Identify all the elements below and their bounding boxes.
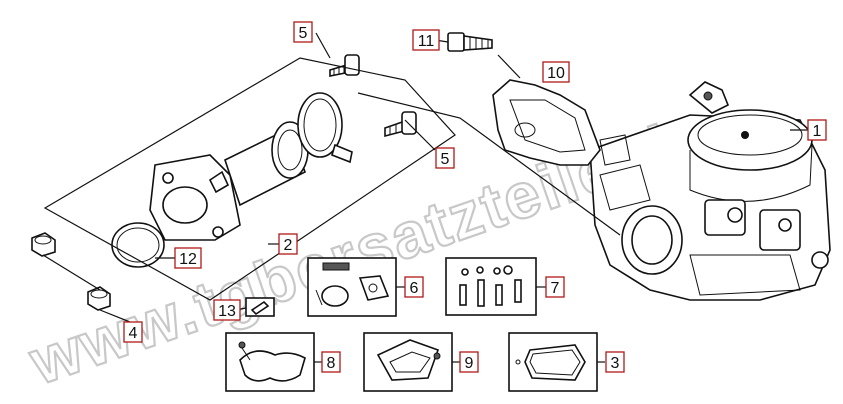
screw-5-lower	[384, 111, 417, 138]
svg-text:4: 4	[129, 325, 138, 342]
callout-5a[interactable]: 5	[293, 21, 313, 43]
cap-4-lower	[87, 286, 111, 311]
callout-2[interactable]: 2	[278, 233, 298, 255]
part-13-jet	[235, 297, 275, 317]
callout-3[interactable]: 3	[605, 351, 625, 373]
kit-box-7	[445, 257, 546, 316]
kit-box-3	[508, 332, 605, 392]
callout-8[interactable]: 8	[321, 351, 341, 373]
o-ring-12	[111, 222, 165, 268]
svg-text:8: 8	[327, 355, 336, 372]
kit-box-6	[307, 257, 405, 317]
callout-10[interactable]: 10	[542, 61, 570, 83]
svg-text:11: 11	[418, 33, 435, 50]
svg-text:1: 1	[813, 123, 822, 140]
carburetor-body	[589, 81, 831, 301]
svg-text:7: 7	[551, 280, 560, 297]
callout-4[interactable]: 4	[123, 321, 143, 343]
intake-pipe-2	[149, 121, 309, 241]
svg-text:5: 5	[441, 151, 450, 168]
callout-13[interactable]: 13	[213, 299, 241, 321]
hose-clamp	[297, 92, 353, 164]
svg-text:12: 12	[179, 251, 197, 268]
intake-group-outline	[43, 57, 456, 301]
svg-text:10: 10	[547, 65, 565, 82]
kit-box-9	[363, 332, 460, 392]
svg-text:2: 2	[284, 237, 293, 254]
bolt-11	[447, 32, 493, 52]
callout-6[interactable]: 6	[404, 276, 424, 298]
cap-4-upper	[31, 232, 56, 257]
screw-5-upper	[329, 54, 360, 77]
svg-text:6: 6	[410, 280, 419, 297]
callout-1[interactable]: 1	[807, 119, 827, 141]
svg-text:3: 3	[611, 355, 620, 372]
throttle-cable-bracket	[492, 79, 601, 166]
callout-7[interactable]: 7	[545, 276, 565, 298]
kit-box-8	[225, 332, 322, 392]
svg-text:5: 5	[299, 25, 308, 42]
svg-text:9: 9	[465, 355, 474, 372]
callout-9[interactable]: 9	[459, 351, 479, 373]
callout-11[interactable]: 11	[412, 29, 440, 51]
svg-text:13: 13	[218, 303, 236, 320]
callout-5b[interactable]: 5	[435, 147, 455, 169]
callout-12[interactable]: 12	[174, 247, 202, 269]
